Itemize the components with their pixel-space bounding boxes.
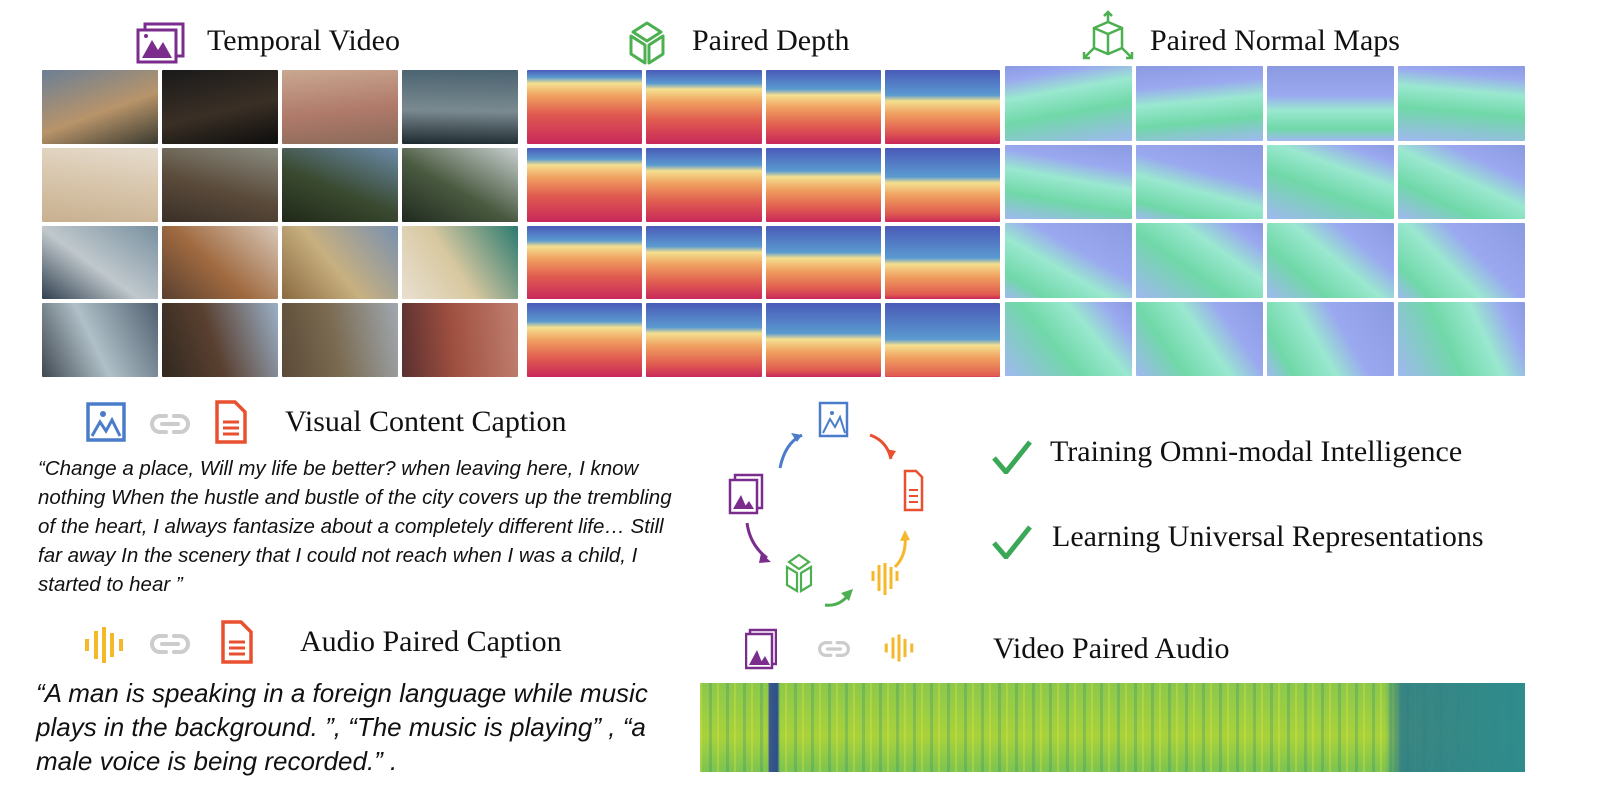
paired-normal-title: Paired Normal Maps <box>1150 24 1400 57</box>
check-icon <box>992 525 1032 559</box>
audio-spectrogram <box>700 683 1525 772</box>
depth-map <box>884 147 1000 222</box>
video-frame <box>282 147 398 222</box>
paired-depth-title: Paired Depth <box>692 24 850 57</box>
video-frame <box>162 303 278 377</box>
depth-map <box>646 225 762 300</box>
visual-caption-title: Visual Content Caption <box>285 405 567 438</box>
audio-wave-icon <box>884 630 914 666</box>
normal-map <box>1398 223 1525 298</box>
video-frame <box>402 225 518 300</box>
normal-map <box>1398 301 1525 376</box>
depth-map-grid <box>527 70 1000 377</box>
normal-map <box>1136 301 1263 376</box>
depth-map <box>765 225 881 300</box>
video-frame <box>402 147 518 222</box>
cube-arrows-icon <box>1080 10 1136 66</box>
video-frame <box>42 303 158 377</box>
check-icon <box>992 440 1032 474</box>
depth-map <box>765 70 881 144</box>
depth-map <box>884 70 1000 144</box>
video-frame <box>162 70 278 144</box>
video-frame <box>162 225 278 300</box>
video-frame <box>42 147 158 222</box>
depth-map <box>765 147 881 222</box>
normal-map-grid <box>1005 66 1525 376</box>
benefit-1: Training Omni-modal Intelligence <box>1050 435 1463 468</box>
depth-map <box>527 147 643 222</box>
visual-caption-text: “Change a place, Will my life be better?… <box>38 457 672 596</box>
depth-map <box>527 303 643 377</box>
video-frame <box>42 70 158 144</box>
temporal-video-title: Temporal Video <box>207 24 400 57</box>
audio-caption-title: Audio Paired Caption <box>300 625 562 658</box>
video-frames-icon <box>745 628 777 670</box>
video-frame <box>402 70 518 144</box>
depth-map <box>765 303 881 377</box>
normal-map <box>1398 66 1525 141</box>
normal-map <box>1267 144 1394 219</box>
normal-map <box>1005 301 1132 376</box>
document-icon <box>221 620 253 664</box>
normal-map <box>1005 223 1132 298</box>
depth-map <box>646 70 762 144</box>
video-frame <box>42 225 158 300</box>
link-icon <box>150 632 190 656</box>
normal-map <box>1267 66 1394 141</box>
video-frame <box>282 70 398 144</box>
depth-map <box>884 225 1000 300</box>
normal-map <box>1136 223 1263 298</box>
video-frame <box>162 147 278 222</box>
link-icon <box>150 412 190 436</box>
depth-map <box>884 303 1000 377</box>
normal-map <box>1005 144 1132 219</box>
normal-map <box>1005 66 1132 141</box>
image-icon <box>86 402 126 442</box>
depth-map <box>646 147 762 222</box>
modality-cycle-diagram <box>725 395 955 610</box>
video-frame-grid <box>42 70 518 377</box>
normal-map <box>1267 301 1394 376</box>
depth-map <box>527 70 643 144</box>
video-frame <box>282 303 398 377</box>
audio-caption-text: “A man is speaking in a foreign language… <box>36 678 648 776</box>
link-icon <box>818 638 850 660</box>
video-audio-title: Video Paired Audio <box>993 632 1230 665</box>
video-frames-icon <box>136 22 186 64</box>
depth-map <box>527 225 643 300</box>
normal-map <box>1267 223 1394 298</box>
normal-map <box>1398 144 1525 219</box>
document-icon <box>215 400 247 444</box>
depth-map <box>646 303 762 377</box>
cube-icon <box>626 20 668 66</box>
normal-map <box>1136 66 1263 141</box>
audio-wave-icon <box>84 625 124 665</box>
video-frame <box>282 225 398 300</box>
benefit-2: Learning Universal Representations <box>1052 520 1484 553</box>
normal-map <box>1136 144 1263 219</box>
video-frame <box>402 303 518 377</box>
